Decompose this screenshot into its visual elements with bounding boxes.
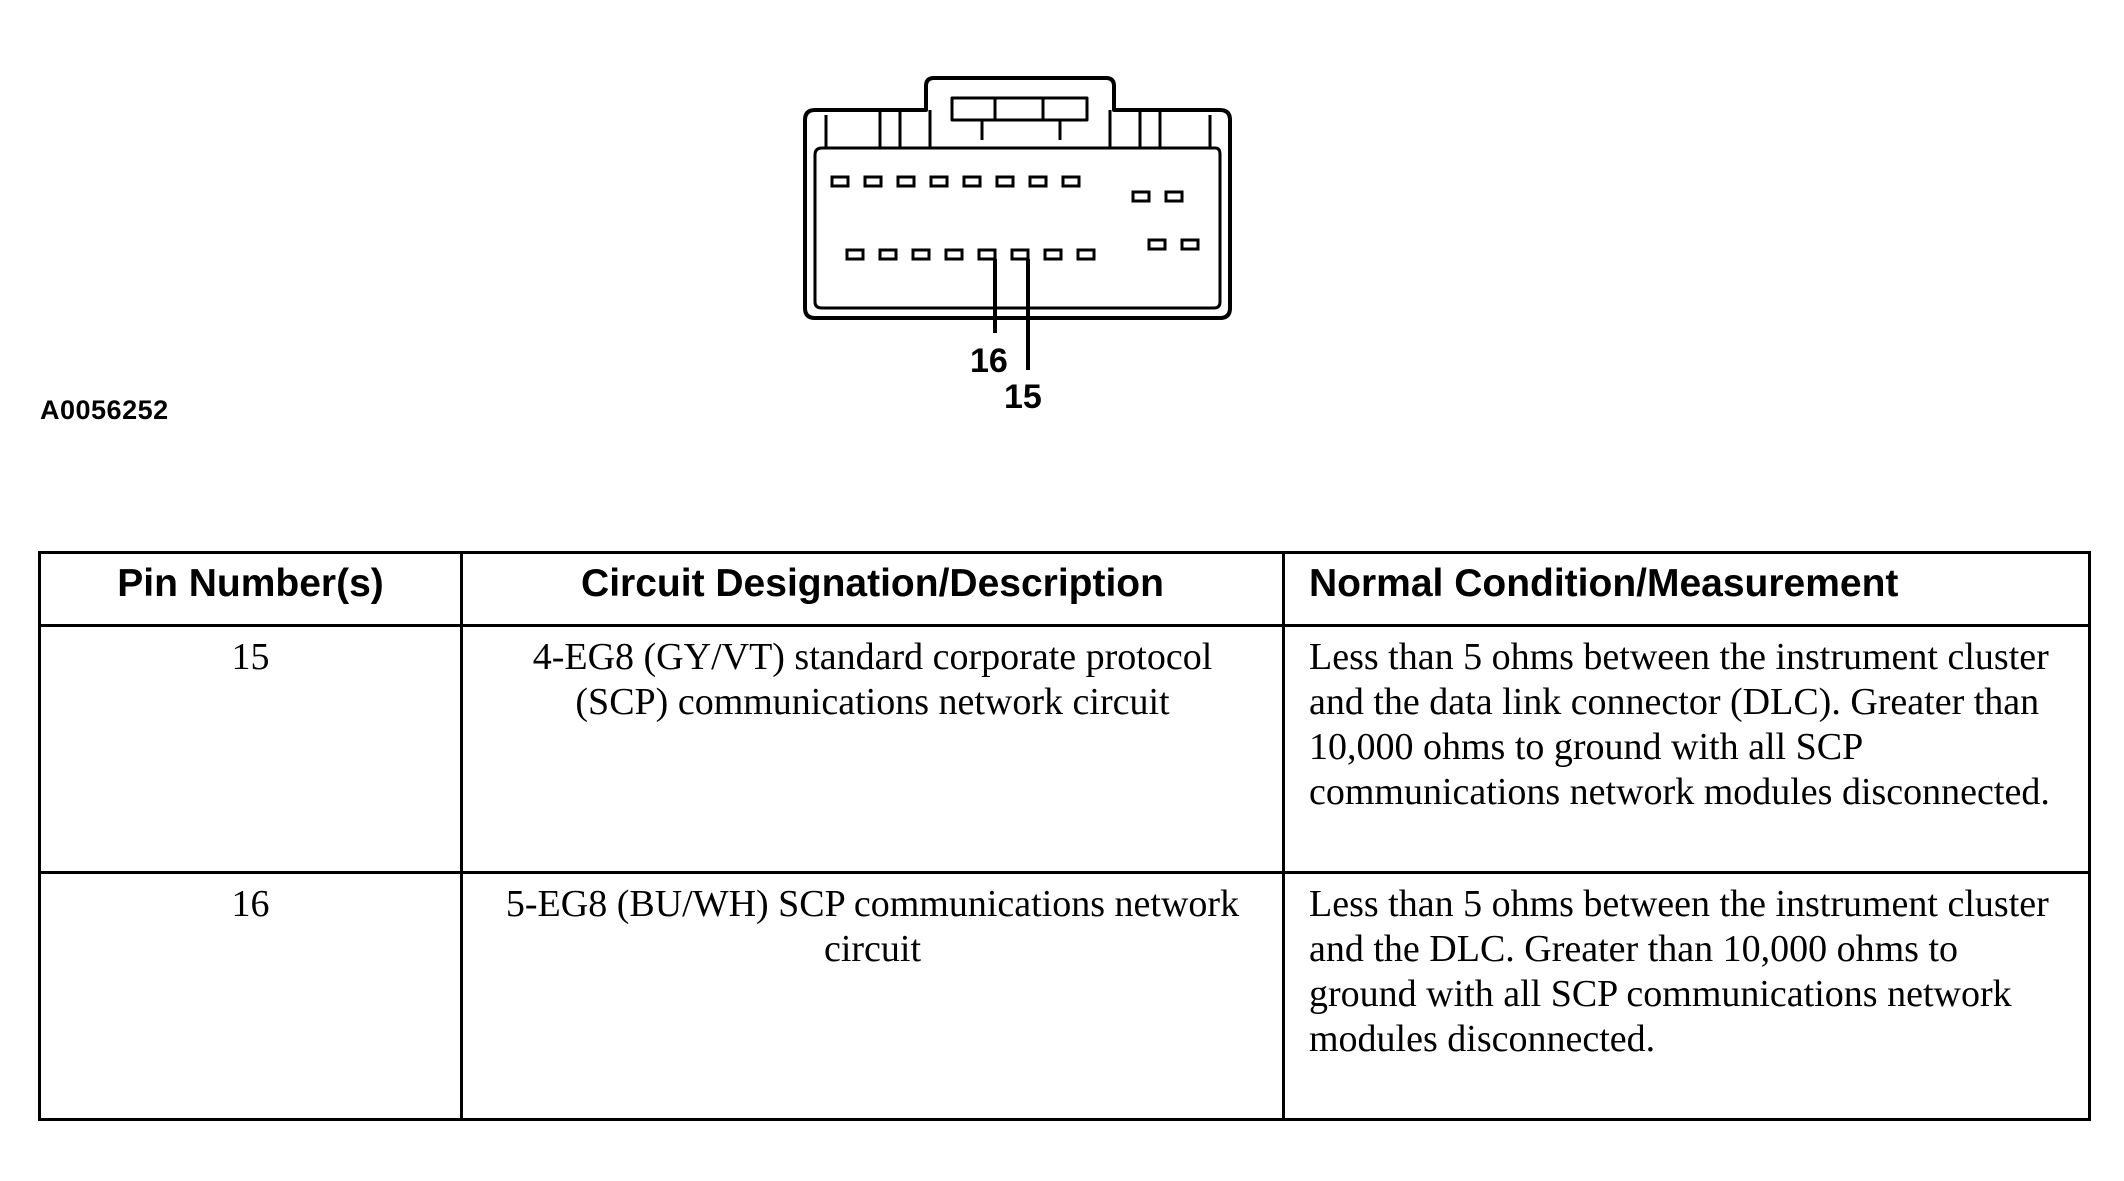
pin-15-label: 15 — [1004, 378, 1042, 416]
pin-table: Pin Number(s) Circuit Designation/Descri… — [38, 551, 2091, 1121]
pin-16-label: 16 — [970, 342, 1008, 380]
cavity-row-bottom — [845, 238, 1200, 261]
connector-outline — [803, 76, 1232, 320]
header-condition: Normal Condition/Measurement — [1282, 551, 2091, 627]
condition-cell: Less than 5 ohms between the instrument … — [1282, 624, 2091, 874]
header-pin-number: Pin Number(s) — [38, 551, 463, 627]
connector-latch — [950, 96, 1089, 122]
connector-diagram: 16 15 — [803, 76, 1232, 416]
pin-number-cell: 15 — [38, 624, 463, 874]
circuit-cell: 4-EG8 (GY/VT) standard corporate protoco… — [460, 624, 1285, 874]
connector-face — [813, 146, 1222, 310]
table-row: 16 5-EG8 (BU/WH) SCP communications netw… — [38, 871, 2091, 1121]
table-header-row: Pin Number(s) Circuit Designation/Descri… — [38, 551, 2091, 627]
pin-number-cell: 16 — [38, 871, 463, 1121]
condition-cell: Less than 5 ohms between the instrument … — [1282, 871, 2091, 1121]
table-row: 15 4-EG8 (GY/VT) standard corporate prot… — [38, 624, 2091, 874]
figure-id: A0056252 — [40, 395, 169, 425]
header-circuit: Circuit Designation/Description — [460, 551, 1285, 627]
circuit-cell: 5-EG8 (BU/WH) SCP communications network… — [460, 871, 1285, 1121]
cavity-row-top — [830, 175, 1184, 203]
